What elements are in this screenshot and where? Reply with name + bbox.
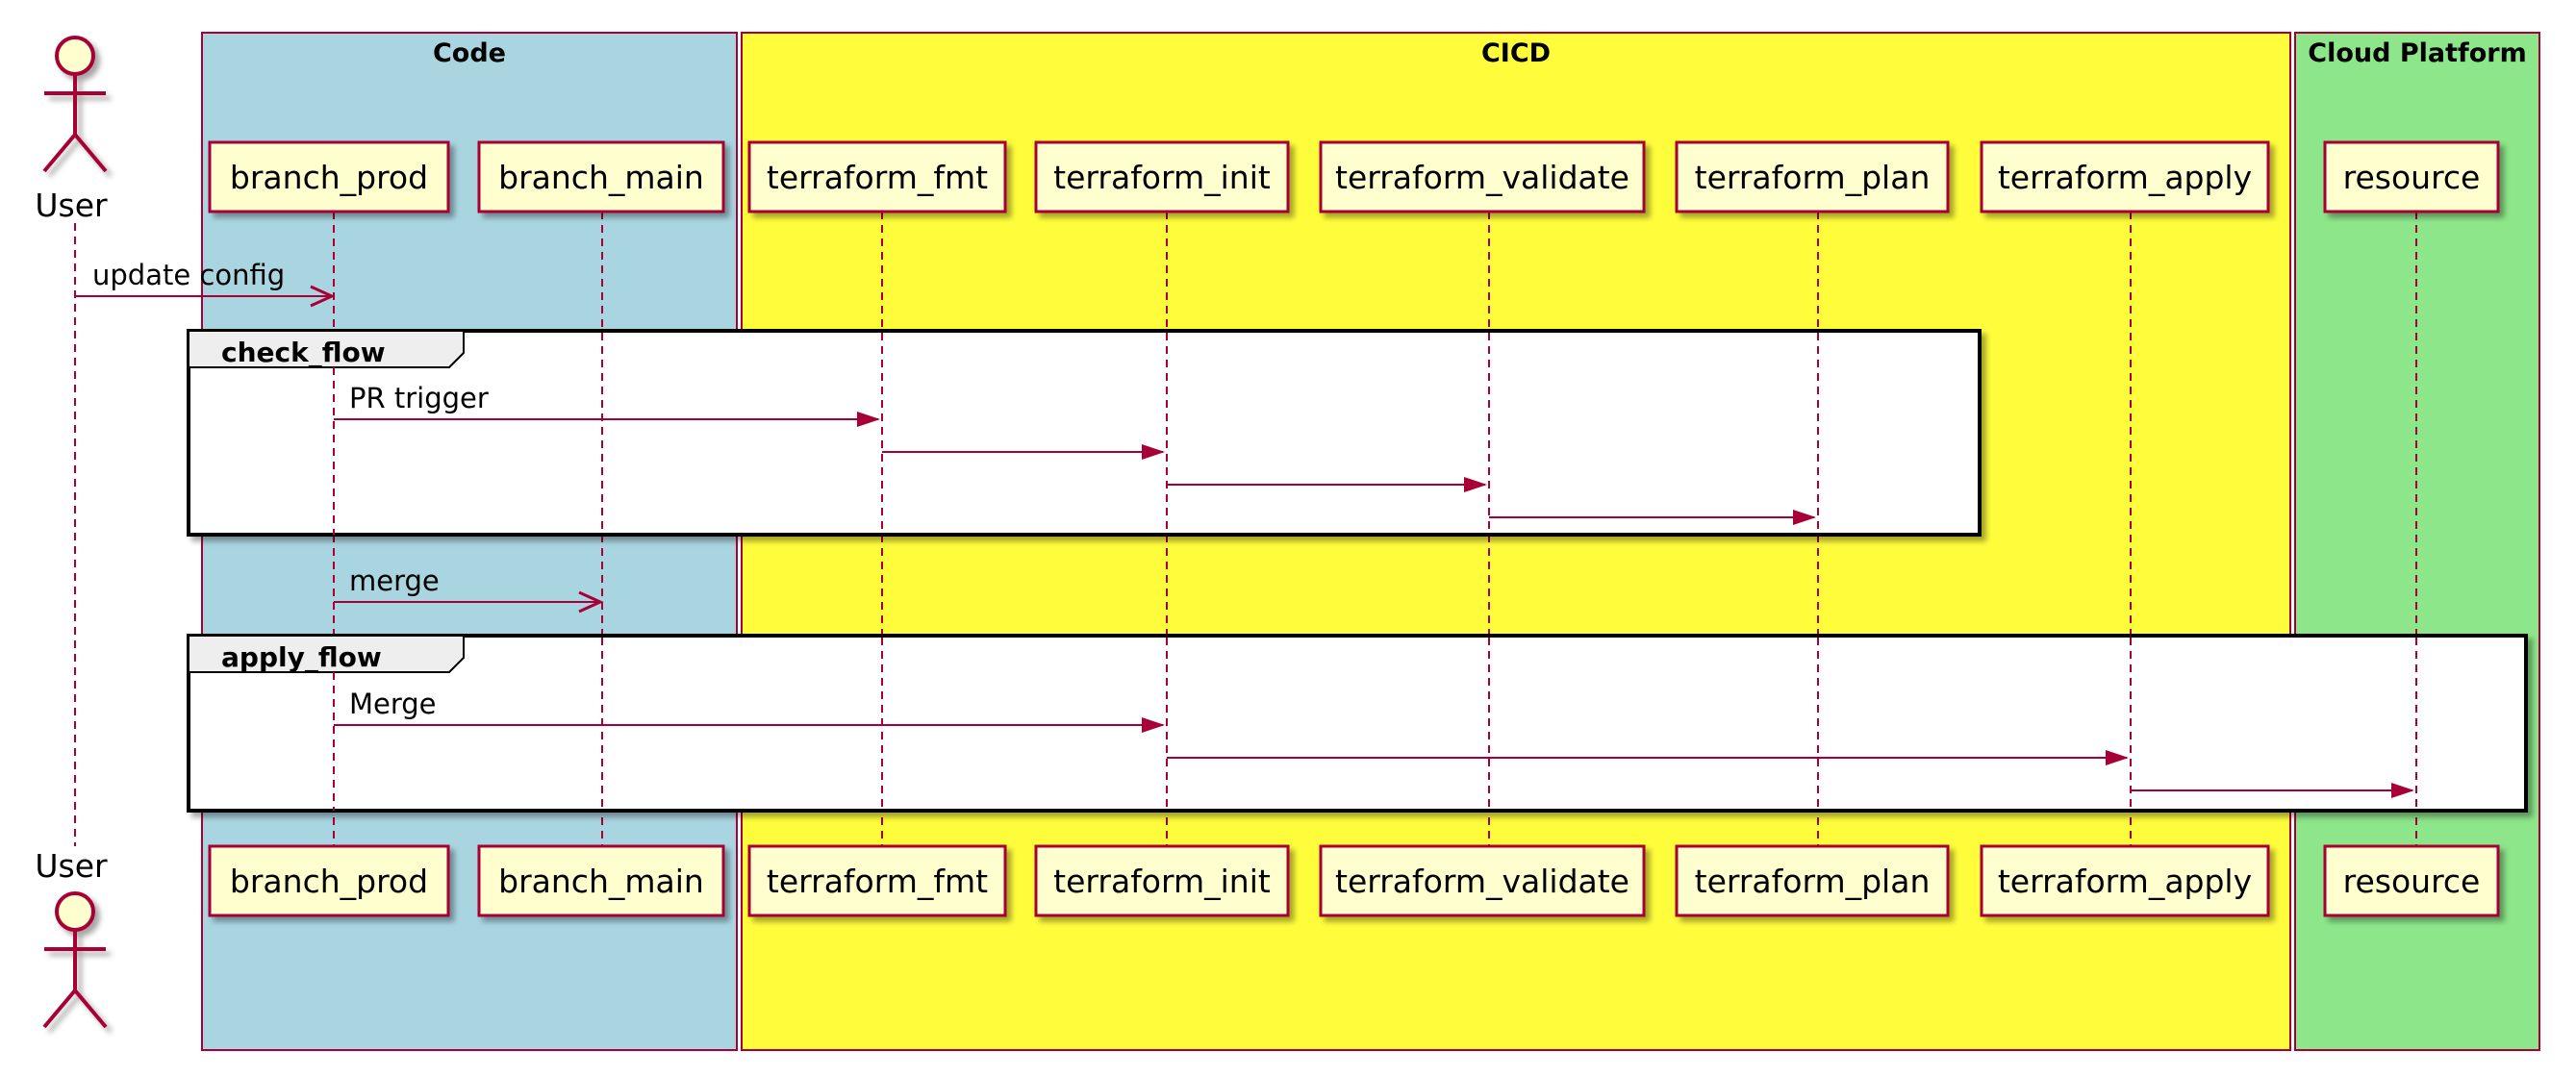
message-merge-trigger: Merge xyxy=(334,688,1165,733)
group-check-flow-label: check_flow xyxy=(221,337,386,368)
participant-terraform-fmt-label: terraform_fmt xyxy=(767,863,988,900)
participant-terraform-init-top: terraform_init xyxy=(1034,140,1290,213)
participant-branch-prod-label: branch_prod xyxy=(230,159,428,196)
participant-terraform-plan-label: terraform_plan xyxy=(1695,863,1931,900)
message-init-to-apply xyxy=(1167,750,2129,765)
message-merge-label: merge xyxy=(349,564,440,597)
group-apply-flow-label: apply_flow xyxy=(221,641,382,673)
message-merge-trigger-label: Merge xyxy=(349,688,437,720)
participant-resource-top: resource xyxy=(2323,140,2500,213)
message-validate-to-plan xyxy=(1489,510,1816,525)
actor-figure-icon xyxy=(42,891,108,1029)
message-pr-trigger-label: PR trigger xyxy=(349,382,489,414)
message-fmt-to-init xyxy=(882,444,1165,460)
participant-resource-bottom: resource xyxy=(2323,844,2500,917)
participant-branch-main-label: branch_main xyxy=(498,863,704,900)
participant-terraform-plan-label: terraform_plan xyxy=(1695,159,1931,196)
group-check-flow-frame xyxy=(187,329,1982,537)
message-pr-trigger: PR trigger xyxy=(334,382,880,427)
participant-terraform-plan-top: terraform_plan xyxy=(1675,140,1950,213)
filled-arrowhead-icon xyxy=(1793,510,1816,525)
group-check-flow-tab xyxy=(188,330,465,368)
group-check-flow: check_flow xyxy=(187,329,1982,537)
participant-branch-prod-bottom: branch_prod xyxy=(208,844,450,917)
participant-terraform-init-bottom: terraform_init xyxy=(1034,844,1290,917)
actor-figure-icon xyxy=(42,36,108,173)
message-apply-to-resource xyxy=(2131,783,2414,798)
participant-branch-prod-label: branch_prod xyxy=(230,863,428,900)
actor-user-bottom: User xyxy=(35,847,108,1029)
participant-terraform-apply-label: terraform_apply xyxy=(1998,159,2252,196)
participant-branch-prod-top: branch_prod xyxy=(208,140,450,213)
participant-terraform-validate-bottom: terraform_validate xyxy=(1319,844,1646,917)
message-merge: merge xyxy=(334,564,604,614)
message-init-to-validate xyxy=(1167,477,1487,492)
filled-arrowhead-icon xyxy=(1464,477,1487,492)
participant-terraform-apply-top: terraform_apply xyxy=(1980,140,2270,213)
filled-arrowhead-icon xyxy=(1142,444,1165,460)
filled-arrowhead-icon xyxy=(2391,783,2414,798)
filled-arrowhead-icon xyxy=(857,412,880,427)
message-update-config: update config xyxy=(75,259,336,308)
participant-terraform-validate-label: terraform_validate xyxy=(1335,863,1629,900)
filled-arrowhead-icon xyxy=(1142,717,1165,733)
participant-branch-main-bottom: branch_main xyxy=(477,844,725,917)
participant-resource-label: resource xyxy=(2343,159,2481,196)
participant-terraform-apply-bottom: terraform_apply xyxy=(1980,844,2270,917)
participant-terraform-validate-top: terraform_validate xyxy=(1319,140,1646,213)
lifelines-over-groups xyxy=(333,333,2417,811)
box-code-title: Code xyxy=(433,38,506,68)
participant-terraform-init-label: terraform_init xyxy=(1053,159,1271,196)
participant-heads-top: branch_prod branch_main terraform_fmt te… xyxy=(208,140,2500,213)
participant-terraform-validate-label: terraform_validate xyxy=(1335,159,1629,196)
box-cloud-platform-title: Cloud Platform xyxy=(2308,38,2526,68)
participant-terraform-init-label: terraform_init xyxy=(1053,863,1271,900)
participant-terraform-fmt-bottom: terraform_fmt xyxy=(747,844,1007,917)
participant-terraform-plan-bottom: terraform_plan xyxy=(1675,844,1950,917)
participant-branch-main-label: branch_main xyxy=(498,159,704,196)
participant-terraform-fmt-top: terraform_fmt xyxy=(747,140,1007,213)
actor-user-label-bottom: User xyxy=(35,847,108,885)
group-apply-flow-tab xyxy=(188,635,465,673)
message-update-config-label: update config xyxy=(92,259,285,291)
participant-terraform-apply-label: terraform_apply xyxy=(1998,863,2252,900)
group-apply-flow-frame xyxy=(187,634,2528,813)
box-cicd-title: CICD xyxy=(1481,38,1551,68)
open-arrowhead-icon xyxy=(310,285,336,308)
filled-arrowhead-icon xyxy=(2106,750,2129,765)
group-apply-flow: apply_flow xyxy=(187,634,2528,813)
actor-user-label-top: User xyxy=(35,187,108,224)
messages: update config PR trigger merge Merge xyxy=(75,259,2414,798)
actor-user-top: User xyxy=(35,36,108,224)
participant-branch-main-top: branch_main xyxy=(477,140,725,213)
participant-resource-label: resource xyxy=(2343,863,2481,900)
participant-heads-bottom: branch_prod branch_main terraform_fmt te… xyxy=(208,844,2500,917)
participant-terraform-fmt-label: terraform_fmt xyxy=(767,159,988,196)
open-arrowhead-icon xyxy=(578,590,604,614)
